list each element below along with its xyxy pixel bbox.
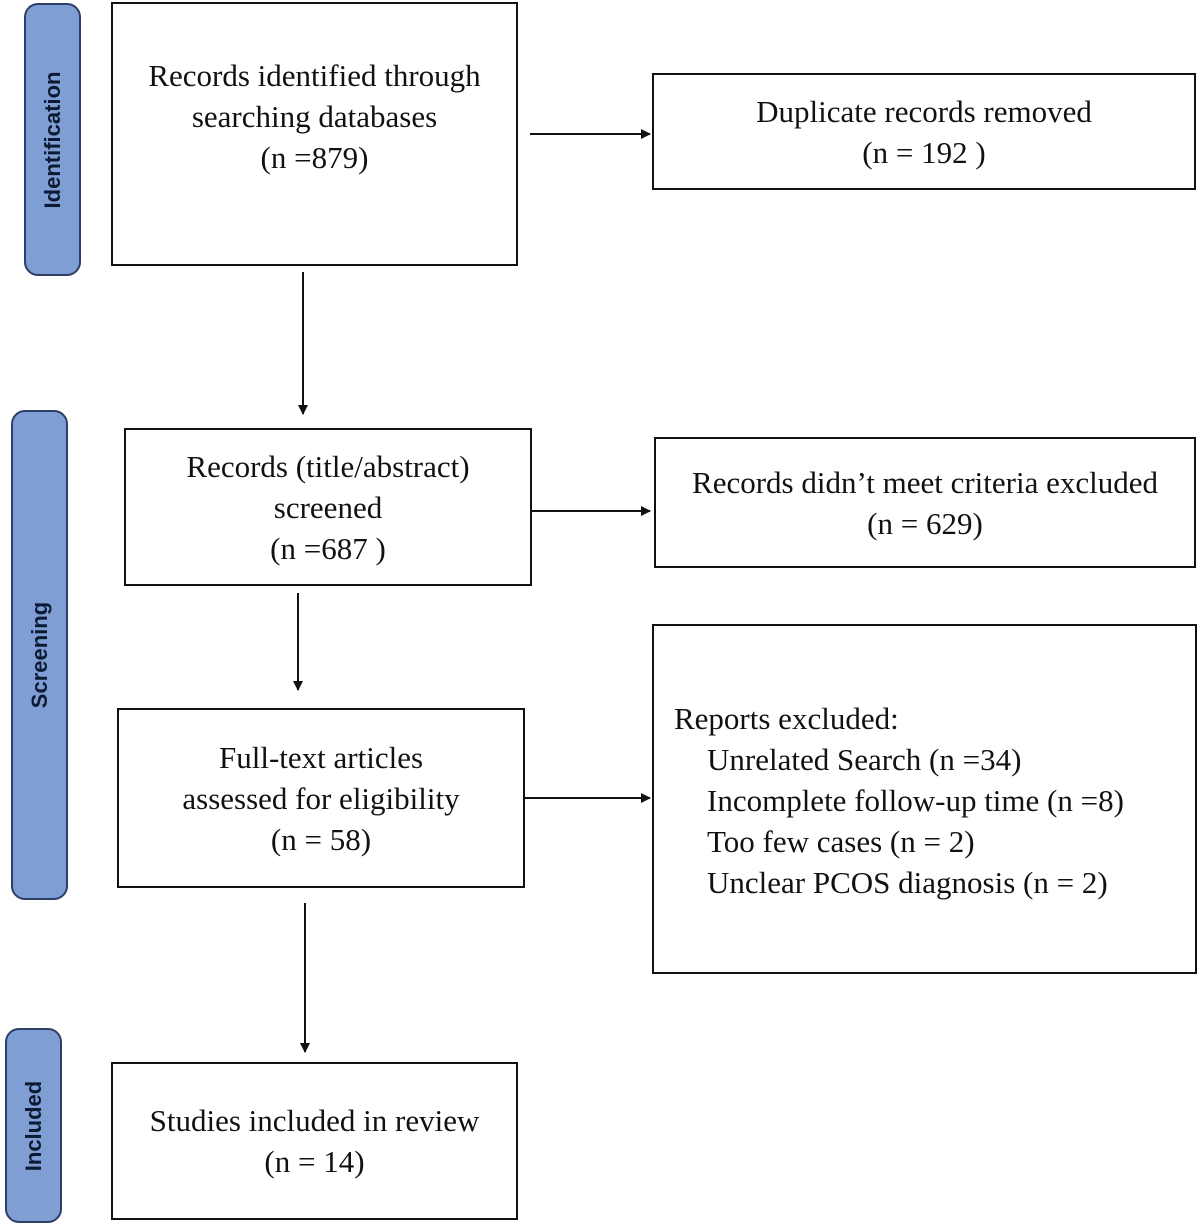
reports-excluded-box: Reports excluded: Unrelated Search (n =3… (652, 624, 1197, 974)
records-screened-count: (n =687 ) (270, 530, 386, 566)
records-identified-count: (n =879) (260, 139, 369, 175)
records-identified-box: Records identified through searching dat… (111, 2, 518, 266)
studies-included-box: Studies included in review (n = 14) (111, 1062, 518, 1220)
exclusion-reason-follow-up: Incomplete follow-up time (n =8) (707, 783, 1124, 818)
full-text-line-1: Full-text articles (218, 739, 424, 775)
records-identified-line-2: searching databases (191, 98, 438, 134)
reports-excluded-title: Reports excluded: (674, 701, 899, 736)
records-identified-line-1: Records identified through (148, 57, 481, 93)
exclusion-reason-few-cases: Too few cases (n = 2) (707, 824, 975, 859)
reports-excluded-content: Reports excluded: Unrelated Search (n =3… (674, 698, 1124, 903)
phase-identification: Identification (24, 3, 81, 276)
phase-included: Included (5, 1028, 62, 1223)
records-excluded-count: (n = 629) (867, 505, 983, 541)
records-screened-line-1: Records (title/abstract) (186, 448, 470, 484)
full-text-line-2: assessed for eligibility (182, 780, 460, 816)
full-text-count: (n = 58) (270, 821, 372, 857)
exclusion-reason-unrelated: Unrelated Search (n =34) (707, 742, 1022, 777)
records-screened-box: Records (title/abstract) screened (n =68… (124, 428, 532, 586)
duplicates-removed-count: (n = 192 ) (862, 134, 986, 170)
full-text-box: Full-text articles assessed for eligibil… (117, 708, 525, 888)
records-excluded-label: Records didn’t meet criteria excluded (692, 464, 1158, 500)
duplicates-removed-box: Duplicate records removed (n = 192 ) (652, 73, 1196, 190)
studies-included-count: (n = 14) (264, 1144, 365, 1179)
duplicates-removed-label: Duplicate records removed (756, 93, 1092, 129)
phase-screening: Screening (11, 410, 68, 900)
studies-included-label: Studies included in review (149, 1103, 480, 1138)
records-excluded-box: Records didn’t meet criteria excluded (n… (654, 437, 1196, 568)
exclusion-reason-unclear-diagnosis: Unclear PCOS diagnosis (n = 2) (707, 865, 1108, 900)
records-screened-line-2: screened (273, 489, 383, 525)
